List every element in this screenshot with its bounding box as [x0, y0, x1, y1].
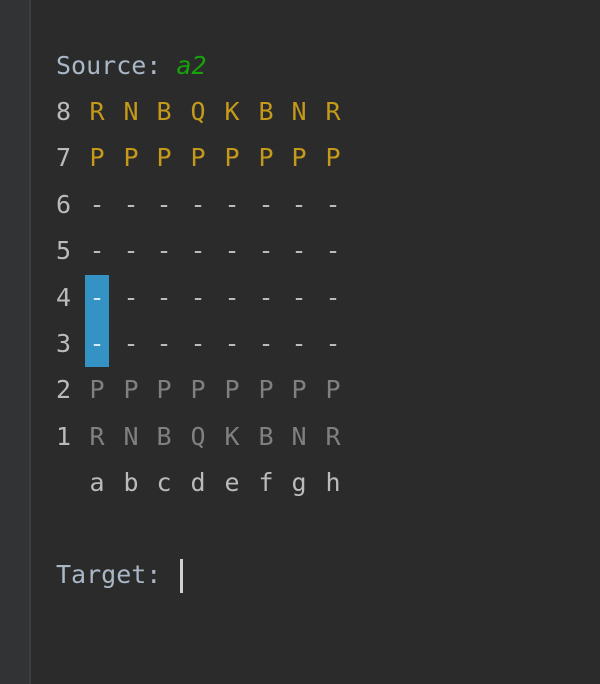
board-square-a1: R	[89, 422, 105, 451]
board-square-a6: -	[89, 190, 105, 219]
board-square-d2: P	[190, 375, 206, 404]
board-square-d6: -	[190, 190, 206, 219]
board-square-f6: -	[258, 190, 274, 219]
board-square-e3: -	[224, 329, 240, 358]
board-square-f1: B	[258, 422, 274, 451]
board-square-f3: -	[258, 329, 274, 358]
board-square-b5: -	[123, 236, 139, 265]
board-square-a3: -	[85, 321, 109, 367]
board-square-d4: -	[190, 283, 206, 312]
board-square-g1: N	[291, 422, 307, 451]
rank-label: 6	[56, 190, 72, 219]
board-square-c6: -	[156, 190, 172, 219]
board-square-h7: P	[325, 143, 341, 172]
board-square-f2: P	[258, 375, 274, 404]
board-square-g5: -	[291, 236, 307, 265]
board-square-h5: -	[325, 236, 341, 265]
board-square-g6: -	[291, 190, 307, 219]
board-square-e7: P	[224, 143, 240, 172]
board-square-a4: -	[85, 275, 109, 321]
board-square-h6: -	[325, 190, 341, 219]
source-label: Source:	[56, 51, 177, 80]
board-square-d8: Q	[190, 97, 206, 126]
board-square-f4: -	[258, 283, 274, 312]
board-square-f5: -	[258, 236, 274, 265]
board-square-h1: R	[325, 422, 341, 451]
editor-gutter	[0, 0, 31, 684]
board-square-f7: P	[258, 143, 274, 172]
rank-label: 8	[56, 97, 72, 126]
rank-label: 2	[56, 375, 72, 404]
board-square-b2: P	[123, 375, 139, 404]
file-label: g	[291, 468, 307, 497]
board-square-h8: R	[325, 97, 341, 126]
board-square-c5: -	[156, 236, 172, 265]
board-square-b6: -	[123, 190, 139, 219]
board-square-c1: B	[156, 422, 172, 451]
board-square-c4: -	[156, 283, 172, 312]
board-square-g7: P	[291, 143, 307, 172]
board-square-g2: P	[291, 375, 307, 404]
file-label: b	[123, 468, 139, 497]
board-square-e2: P	[224, 375, 240, 404]
file-label: e	[224, 468, 240, 497]
board-square-h2: P	[325, 375, 341, 404]
rank-label: 5	[56, 236, 72, 265]
target-label: Target:	[56, 560, 177, 589]
board-square-c8: B	[156, 97, 172, 126]
board-square-a7: P	[89, 143, 105, 172]
file-label: h	[325, 468, 341, 497]
file-label: a	[89, 468, 105, 497]
board-square-h4: -	[325, 283, 341, 312]
board-square-e8: K	[224, 97, 240, 126]
board-square-a8: R	[89, 97, 105, 126]
board-square-d5: -	[190, 236, 206, 265]
board-square-c3: -	[156, 329, 172, 358]
source-value: a2	[176, 51, 207, 80]
board-square-c7: P	[156, 143, 172, 172]
board-square-e6: -	[224, 190, 240, 219]
target-line[interactable]: Target:	[56, 552, 184, 598]
board-square-g8: N	[291, 97, 307, 126]
rank-label: 3	[56, 329, 72, 358]
board-square-d7: P	[190, 143, 206, 172]
board-square-b4: -	[123, 283, 139, 312]
board-square-g4: -	[291, 283, 307, 312]
file-label: c	[156, 468, 172, 497]
rank-label: 7	[56, 143, 72, 172]
board-square-b1: N	[123, 422, 139, 451]
board-square-a2: P	[89, 375, 105, 404]
rank-label: 1	[56, 422, 72, 451]
board-square-b7: P	[123, 143, 139, 172]
text-cursor	[180, 559, 184, 593]
file-label: f	[258, 468, 274, 497]
board-square-g3: -	[291, 329, 307, 358]
board-square-e5: -	[224, 236, 240, 265]
file-label: d	[190, 468, 206, 497]
rank-label: 4	[56, 283, 72, 312]
board-square-e1: K	[224, 422, 240, 451]
board-square-f8: B	[258, 97, 274, 126]
board-square-b8: N	[123, 97, 139, 126]
board-square-d1: Q	[190, 422, 206, 451]
board-square-c2: P	[156, 375, 172, 404]
board-square-a5: -	[89, 236, 105, 265]
board-square-e4: -	[224, 283, 240, 312]
source-line: Source: a2	[56, 43, 207, 89]
board-square-h3: -	[325, 329, 341, 358]
board-square-b3: -	[123, 329, 139, 358]
board-square-d3: -	[190, 329, 206, 358]
